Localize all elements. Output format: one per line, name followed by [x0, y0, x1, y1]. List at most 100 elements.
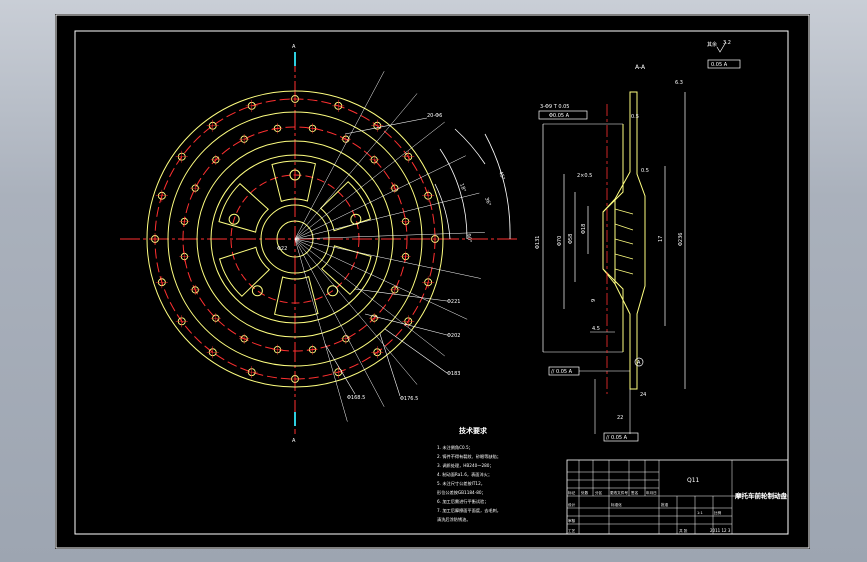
section-mark-bottom: A: [292, 438, 296, 444]
dim-45: 4.5: [592, 326, 600, 332]
angle-label-3: 45°: [497, 171, 506, 182]
tb-label-zone: 分区: [595, 490, 603, 495]
drawing-name: 摩托车前轮制动盘: [735, 491, 788, 500]
angle-arc-1: [454, 128, 486, 165]
angle-arc-3: [484, 133, 511, 240]
hub-profile: [602, 124, 624, 352]
tech-req-title: 技术要求: [459, 426, 488, 435]
vent-slot: [271, 160, 316, 203]
dim-2x05: 2×0.5: [577, 173, 592, 179]
radial-line: [294, 238, 418, 385]
tb-weight: 1:1: [697, 511, 703, 515]
tech-req-line: 形位公差按GB1184-80；: [437, 489, 486, 496]
radial-line: [294, 238, 468, 320]
datum-a-circle: [634, 357, 644, 367]
tech-req-line: 6. 加工后需进行平衡试验；: [437, 498, 488, 505]
vent-slot: [321, 245, 372, 295]
roughness-symbol-2: 6.3: [675, 80, 683, 86]
dim-9: 9: [591, 299, 597, 302]
radial-line: [294, 232, 485, 240]
leader-d183: [384, 328, 448, 374]
leader-d221: [354, 288, 448, 302]
angle-arc-2: [439, 148, 468, 240]
leader-holes-label: 20-Φ6: [427, 113, 442, 119]
leader-d202: [364, 313, 448, 336]
leader-d168: [324, 343, 356, 395]
vent-slot: [274, 275, 319, 318]
frame-symbols-left: 3-Φ9 T 0.05: [540, 104, 569, 110]
perp-frame: [603, 432, 639, 442]
angle-label-2: 36°: [483, 197, 492, 208]
tb-label-review: 审核: [568, 518, 576, 523]
radial-line: [294, 121, 445, 240]
vent-slot-group: [218, 160, 372, 318]
vent-slot: [218, 183, 269, 233]
flatness-frame: [707, 59, 741, 69]
angle-arc-4: [434, 183, 451, 240]
dim-05-a: 0.5: [631, 114, 639, 120]
radial-line: [294, 93, 418, 240]
roughness-note: 其余: [707, 41, 717, 48]
bolt-hole: [251, 285, 263, 297]
outer-rim-circle: [146, 90, 444, 388]
hole-pattern: [149, 93, 441, 385]
datum-a: A: [637, 360, 641, 366]
tb-date: 2011 12 3: [710, 528, 731, 533]
leader-d176: [379, 333, 401, 397]
dim-d183: Φ183: [447, 371, 460, 377]
tech-req-line: 1. 未注倒角C0.5；: [437, 444, 473, 451]
frame-box-left: Φ0.05 A: [549, 113, 570, 119]
radial-line: [294, 238, 348, 422]
tb-label-sign: 签名: [631, 490, 639, 495]
tb-label-date: 年月日: [646, 490, 657, 495]
inner-pitch-circle: [182, 126, 408, 352]
tb-sheet: 共 张: [679, 528, 688, 533]
dim-center-label: Φ22: [277, 246, 287, 252]
dim-d131: Φ131: [535, 236, 541, 249]
outer-border: [55, 14, 810, 549]
material-label: Q11: [687, 477, 700, 484]
tb-label-count: 处数: [581, 490, 589, 495]
radial-line: [294, 71, 385, 240]
tb-label-scale: 比例: [714, 510, 722, 515]
tb-label-designer: 设计: [568, 502, 576, 507]
roughness-symbol: 3.2: [723, 40, 731, 46]
technical-requirements: 技术要求 1. 未注倒角C0.5； 2. 铸件不得有裂纹、砂眼等缺陷； 3. 调…: [437, 426, 501, 523]
roughness-check-icon: [716, 41, 727, 53]
tb-label-std: 标准化: [611, 502, 622, 507]
radial-line: [294, 192, 480, 240]
dim-d221: Φ221: [447, 299, 460, 305]
hub-circle: [260, 204, 330, 274]
tech-req-line: 2. 铸件不得有裂纹、砂眼等缺陷；: [437, 453, 501, 460]
bolt-pitch-circle: [230, 174, 360, 304]
bolt-hole: [228, 213, 240, 225]
dim-d58: Φ58: [568, 234, 574, 244]
bolt-hole: [350, 213, 362, 225]
cad-drawing: A A 20-Φ6 Φ22 Φ221 Φ202 Φ183 Φ168.5 Φ176…: [55, 14, 810, 549]
tech-req-line: 3. 调质处理，HB240～280；: [437, 462, 494, 469]
dim-d168: Φ168.5: [347, 395, 365, 401]
dim-22: 22: [617, 415, 623, 421]
title-block-frame: [566, 459, 789, 535]
tb-label-approve: 批准: [661, 502, 669, 507]
tech-req-line: 4. 制动面Ra1.6，表面淬火；: [437, 471, 492, 478]
center-bore: [276, 220, 314, 258]
radial-line: [294, 155, 466, 240]
hub-ring-inner: [210, 154, 380, 324]
radial-line: [294, 238, 445, 357]
profile-links: [602, 198, 616, 285]
inner-rim-circle: [167, 111, 423, 367]
flatness-frame-text: 0.05 A: [711, 62, 728, 68]
tech-req-line: 5. 未注尺寸公差按IT12，: [437, 480, 485, 487]
tb-label-file: 更改文件号: [610, 490, 628, 495]
angle-label-1: 18°: [458, 183, 467, 194]
rib-lines: [614, 208, 634, 275]
section-title: A-A: [635, 64, 646, 71]
angle-label-4: 90°: [465, 233, 473, 243]
dim-17: 17: [658, 236, 664, 242]
perp-frame-text: // 0.05 A: [606, 435, 628, 441]
radial-dimension-lines: [294, 71, 485, 422]
section-view: A-A 其余 3.2 0.05 A 6.3 3-Φ9 T 0.05 Φ0.05 …: [535, 40, 741, 442]
dim-d18: Φ18: [581, 224, 587, 234]
section-mark-top: A: [292, 44, 296, 50]
